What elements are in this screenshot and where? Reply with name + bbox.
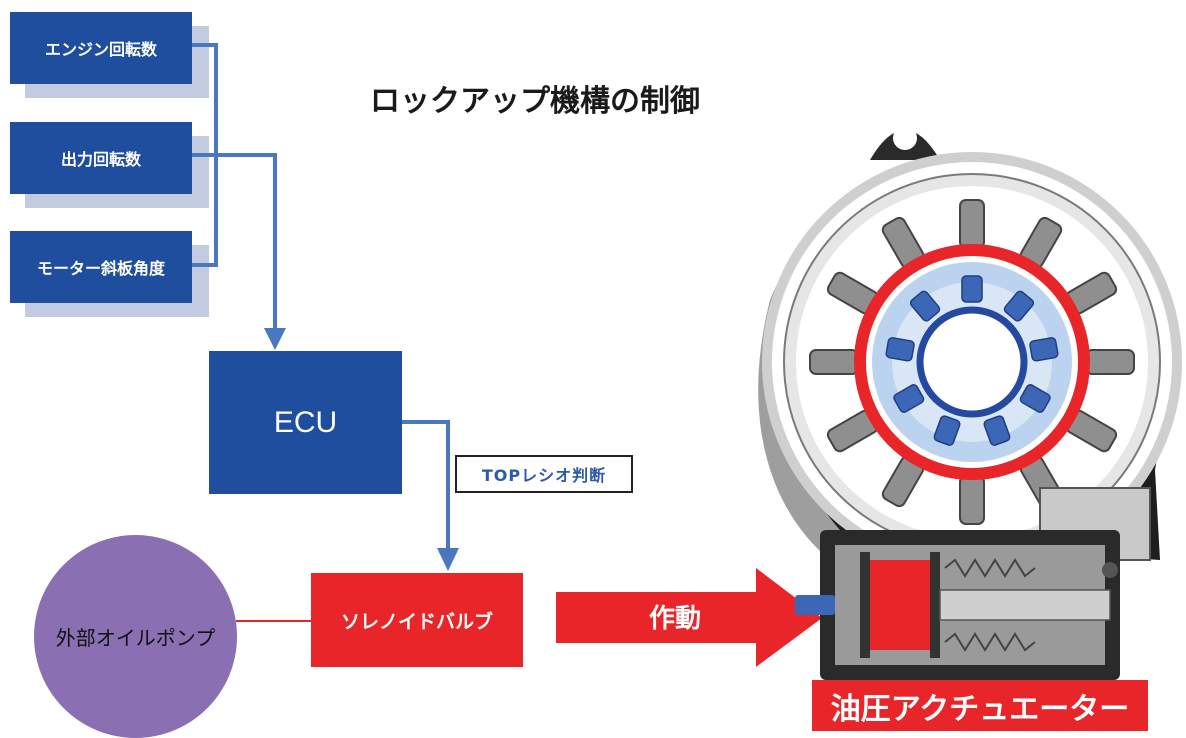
connector-engine-rpm bbox=[192, 43, 218, 155]
diagram-title: ロックアップ機構の制御 bbox=[370, 84, 700, 119]
connector-swash-angle bbox=[192, 155, 218, 267]
ecu-label: ECU bbox=[273, 405, 338, 439]
action-arrow bbox=[556, 568, 822, 667]
arrowhead-to-ecu bbox=[264, 328, 286, 350]
input-swash-plate-angle: モーター斜板角度 bbox=[10, 231, 192, 303]
actuator-label: 油圧アクチュエーター bbox=[830, 691, 1130, 727]
ecu-box: ECU bbox=[209, 351, 402, 494]
top-ratio-judgement-box: TOPレシオ判断 bbox=[455, 455, 633, 493]
input-output-rpm: 出力回転数 bbox=[10, 122, 192, 194]
connector-ecu-valve bbox=[402, 420, 450, 550]
pump-label: 外部オイルポンプ bbox=[55, 626, 216, 650]
hydraulic-actuator-label: 油圧アクチュエーター bbox=[812, 680, 1148, 731]
solenoid-valve-box: ソレノイドバルブ bbox=[311, 573, 523, 667]
lockup-mechanism-illustration bbox=[758, 126, 1182, 680]
valve-label: ソレノイドバルブ bbox=[340, 610, 493, 633]
input-label: モーター斜板角度 bbox=[36, 259, 165, 278]
judgement-label: TOPレシオ判断 bbox=[481, 466, 607, 485]
input-engine-rpm: エンジン回転数 bbox=[10, 12, 192, 84]
external-oil-pump: 外部オイルポンプ bbox=[34, 535, 237, 738]
connector-output-rpm bbox=[192, 153, 277, 330]
arrowhead-to-valve bbox=[437, 548, 459, 571]
action-label: 作動 bbox=[648, 604, 701, 634]
input-label: 出力回転数 bbox=[60, 150, 141, 169]
input-label: エンジン回転数 bbox=[44, 40, 157, 59]
